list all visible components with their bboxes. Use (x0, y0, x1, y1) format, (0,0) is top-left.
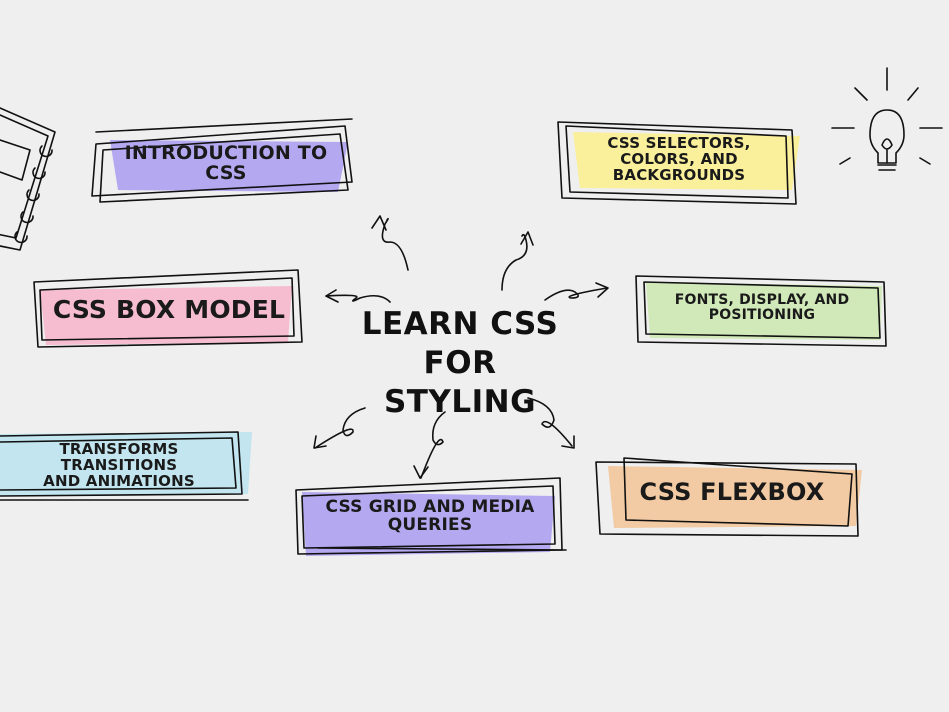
node-grid-line2: Queries (387, 515, 473, 535)
node-fonts-line2: Positioning (708, 307, 816, 323)
node-selectors-line2: Colors, and (620, 150, 738, 169)
arrow-to-intro (371, 215, 409, 271)
arrow-to-flexbox (527, 397, 575, 449)
notebook-icon (0, 107, 56, 251)
arrow-to-grid (413, 411, 446, 479)
lightbulb-icon (831, 67, 943, 171)
node-selectors-line3: Backgrounds (612, 165, 746, 184)
node-frame-box-model (33, 269, 303, 348)
node-transforms: Transforms Transitions and Animations (2, 440, 236, 490)
node-flexbox-line1: CSS Flexbox (639, 478, 825, 507)
node-frame-fonts (635, 275, 887, 347)
node-grid: CSS Grid and Media Queries (308, 494, 552, 540)
node-selectors-line1: CSS Selectors, (607, 134, 751, 153)
node-transforms-line1: Transforms Transitions (59, 440, 179, 475)
node-intro-line2: CSS (205, 162, 247, 184)
node-frame-grid (295, 477, 567, 556)
node-intro: Introduction to CSS (112, 140, 340, 188)
center-title: Learn CSS for styling (330, 305, 590, 421)
arrow-to-selectors (501, 231, 534, 291)
arrow-to-transforms (313, 407, 366, 449)
node-frame-flexbox (595, 457, 862, 537)
node-box-model: CSS Box Model (44, 284, 294, 336)
node-fonts: Fonts, Display, and Positioning (648, 286, 876, 330)
arrow-to-fonts (544, 282, 609, 301)
arrow-to-box-model (325, 289, 391, 303)
node-fonts-line1: Fonts, Display, and (674, 292, 850, 309)
node-frame-intro (91, 118, 353, 203)
node-flexbox: CSS Flexbox (610, 468, 854, 518)
node-intro-line1: Introduction to (124, 142, 328, 165)
center-title-line1: Learn CSS for (361, 306, 559, 381)
node-frame-transforms (0, 431, 252, 501)
node-box-model-line1: CSS Box Model (52, 294, 286, 324)
node-frame-selectors (557, 121, 800, 205)
center-title-line2: styling (383, 383, 537, 420)
node-transforms-line2: and Animations (43, 471, 195, 490)
node-selectors: CSS Selectors, Colors, and Backgrounds (574, 130, 784, 190)
node-grid-line1: CSS Grid and Media (325, 497, 535, 518)
